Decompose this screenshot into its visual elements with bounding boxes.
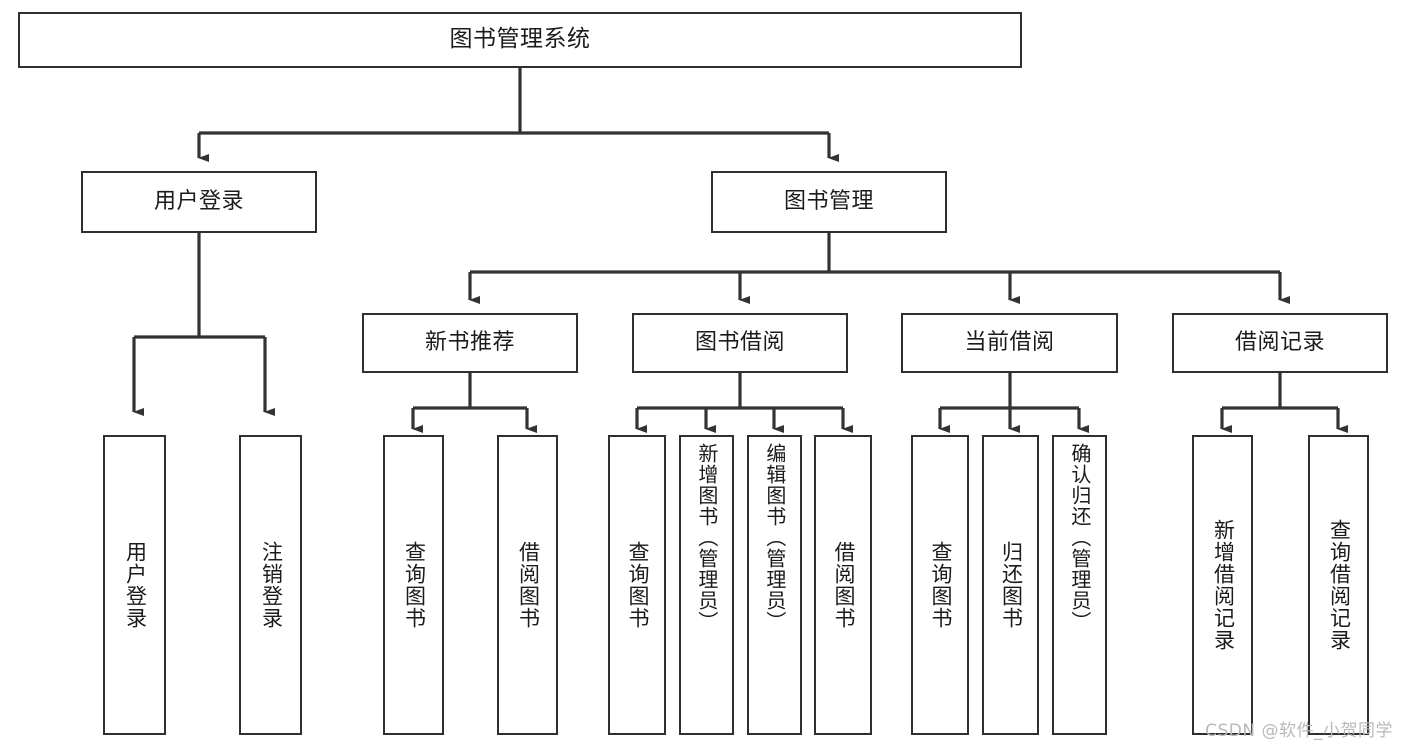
node-leaf-query-book-3[interactable]: 查询图书 [911, 435, 969, 735]
node-leaf-return-book[interactable]: 归还图书 [982, 435, 1039, 735]
node-label: 借阅图书 [831, 541, 856, 629]
node-leaf-query-record[interactable]: 查询借阅记录 [1308, 435, 1369, 735]
node-label: 当前借阅 [964, 330, 1055, 356]
node-leaf-user-logout[interactable]: 注销登录 [239, 435, 302, 735]
node-label: 查询图书 [625, 541, 650, 629]
node-leaf-add-book[interactable]: 新增图书（管理员） [679, 435, 734, 735]
node-leaf-borrow-book-2[interactable]: 借阅图书 [814, 435, 872, 735]
node-book-borrow[interactable]: 图书借阅 [632, 313, 848, 373]
node-leaf-user-login[interactable]: 用户登录 [103, 435, 166, 735]
node-label: 查询借阅记录 [1327, 519, 1352, 651]
node-label: 归还图书 [999, 541, 1024, 629]
node-label: 编辑图书（管理员） [762, 443, 787, 632]
node-label: 用户登录 [123, 541, 148, 629]
node-current-borrow[interactable]: 当前借阅 [901, 313, 1118, 373]
node-new-book-recommendation[interactable]: 新书推荐 [362, 313, 578, 373]
node-label: 图书管理系统 [449, 26, 591, 53]
node-label: 确认归还（管理员） [1067, 443, 1092, 632]
node-leaf-borrow-book-1[interactable]: 借阅图书 [497, 435, 558, 735]
node-book-manage[interactable]: 图书管理 [711, 171, 947, 233]
node-label: 新书推荐 [424, 330, 515, 356]
node-leaf-query-book-1[interactable]: 查询图书 [383, 435, 444, 735]
node-leaf-query-book-2[interactable]: 查询图书 [608, 435, 666, 735]
watermark-text: CSDN @软件_小贺同学 [1205, 721, 1393, 741]
node-label: 图书借阅 [694, 330, 785, 356]
node-leaf-add-record[interactable]: 新增借阅记录 [1192, 435, 1253, 735]
node-label: 图书管理 [783, 189, 874, 215]
node-label: 借阅记录 [1234, 330, 1325, 356]
node-label: 查询图书 [402, 541, 427, 629]
node-leaf-edit-book[interactable]: 编辑图书（管理员） [747, 435, 802, 735]
node-user-login[interactable]: 用户登录 [81, 171, 317, 233]
node-label: 借阅图书 [516, 541, 541, 629]
node-label: 用户登录 [153, 189, 244, 215]
node-label: 查询图书 [928, 541, 953, 629]
node-label: 新增图书（管理员） [694, 443, 719, 632]
node-borrow-record[interactable]: 借阅记录 [1172, 313, 1388, 373]
node-label: 注销登录 [259, 541, 284, 629]
node-leaf-confirm-return[interactable]: 确认归还（管理员） [1052, 435, 1107, 735]
node-label: 新增借阅记录 [1211, 519, 1236, 651]
node-root-system[interactable]: 图书管理系统 [18, 12, 1022, 68]
